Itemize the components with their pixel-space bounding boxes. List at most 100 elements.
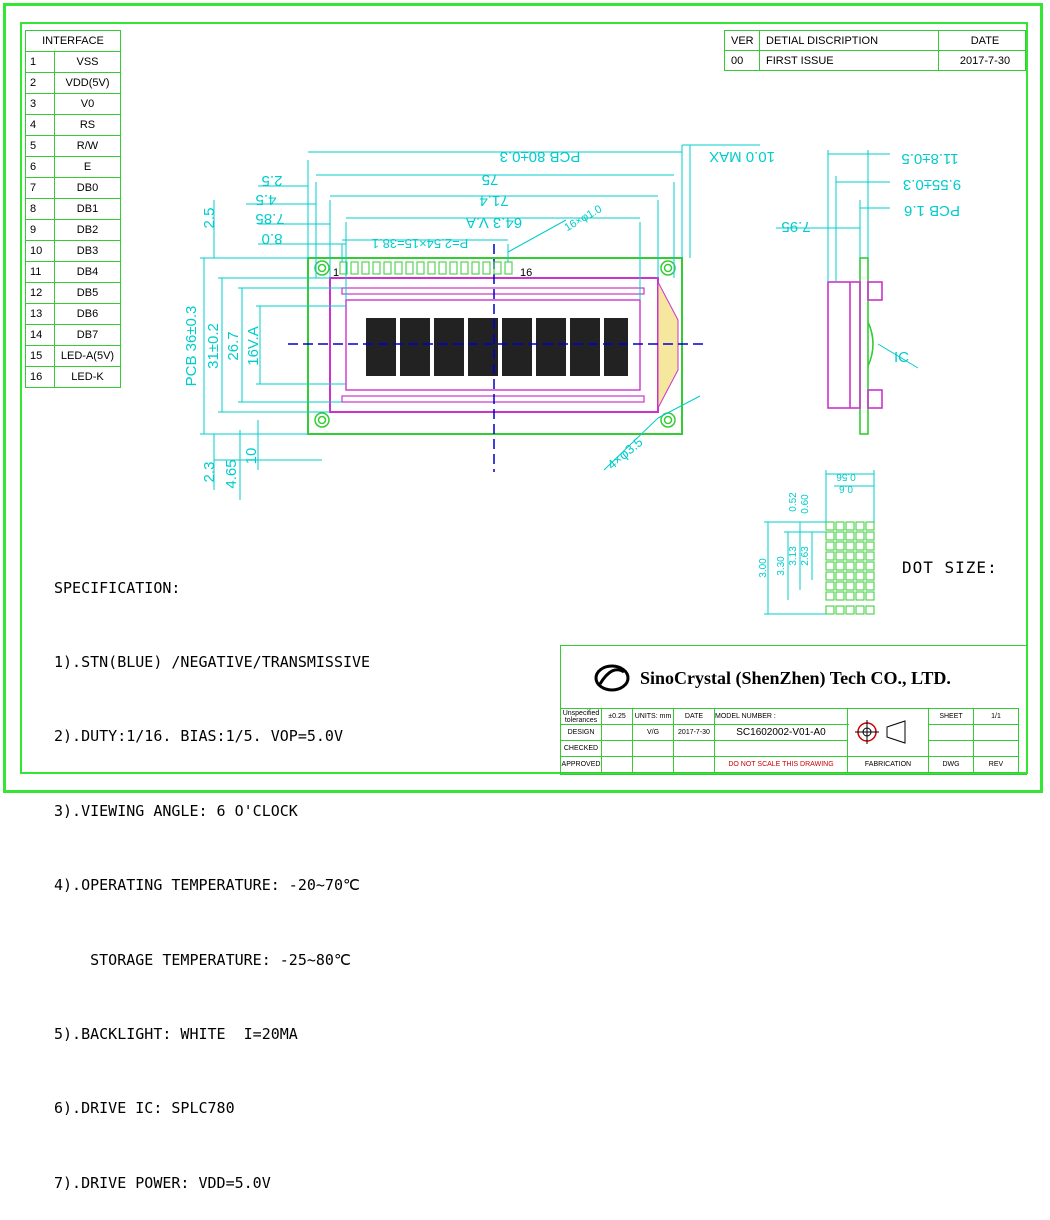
spec-line: 1).STN(BLUE) /NEGATIVE/TRANSMISSIVE	[54, 652, 371, 671]
dim-off-45: 4.5	[256, 191, 277, 208]
dim-side-module: 9.55±0.3	[903, 176, 961, 193]
dim-side-pcb: PCB 1.6	[904, 202, 960, 219]
top-dimension-labels: PCB 80±0.3 75 71.4 64.3 V.A P=2.54×15=38…	[255, 148, 775, 251]
mount-hole	[314, 412, 330, 428]
dim-mount-holes: 4×φ3.5	[604, 434, 645, 472]
dot-cell	[825, 561, 835, 571]
desc-value: FIRST ISSUE	[759, 50, 939, 71]
scale-warning: DO NOT SCALE THIS DRAWING	[714, 756, 848, 773]
dot-dimensions	[764, 470, 875, 615]
date-value: 2017-7-30	[938, 50, 1026, 71]
dot-cell	[825, 591, 835, 601]
side-bracket-top	[867, 281, 883, 301]
dim-bezel-width: 71.4	[479, 192, 508, 209]
dot-cell	[825, 521, 835, 531]
spec-line: 6).DRIVE IC: SPLC780	[54, 1099, 235, 1118]
spec-line: 7).DRIVE POWER: VDD=5.0V	[54, 1173, 271, 1192]
pin-pad	[460, 261, 469, 275]
dim-off-bot-465: 4.65	[223, 459, 240, 488]
dim-dot-w2: 0.6	[839, 483, 853, 494]
projection-icon	[855, 719, 906, 744]
viewing-area	[345, 299, 641, 391]
dim-dot-w1: 0.56	[836, 471, 856, 482]
dim-holes-top: 16×φ1.0	[563, 203, 605, 234]
lcd-module-drawing: 1 16 PCB 80±0.3 75 71.4 64.3 V.A P=2.54×…	[183, 144, 961, 615]
model-number: SC1602002-V01-A0	[714, 724, 848, 741]
dim-va-width: 64.3 V.A	[466, 214, 522, 231]
dim-outline-width: 75	[482, 171, 499, 188]
char-block	[502, 318, 532, 376]
dim-dot-h4: 2.63	[800, 546, 811, 566]
pin-pad	[482, 261, 491, 275]
mount-hole	[314, 260, 330, 276]
pin-pad	[405, 261, 414, 275]
pin-16-label: 16	[520, 267, 532, 279]
char-block	[570, 318, 600, 376]
spec-line: 5).BACKLIGHT: WHITE I=20MA	[54, 1024, 298, 1043]
dim-va-height-num: 26.7	[225, 331, 242, 360]
dim-off-top-25: 2.5	[201, 208, 218, 229]
pcb-outline	[307, 257, 683, 435]
interface-title: INTERFACE	[25, 30, 121, 52]
dim-pin-pitch: P=2.54×15=38.1	[372, 236, 469, 251]
pin-pad	[416, 261, 425, 275]
side-ic	[867, 321, 874, 367]
side-dimensions	[776, 150, 919, 369]
specification-block: SPECIFICATION: 1).STN(BLUE) /NEGATIVE/TR…	[54, 526, 370, 1220]
side-bracket-bottom	[867, 389, 883, 409]
left-dimensions	[200, 200, 346, 500]
spec-title: SPECIFICATION:	[54, 578, 181, 597]
dim-side-795: 7.95	[781, 218, 810, 235]
pin-pad	[427, 261, 436, 275]
company-name: SinoCrystal (ShenZhen) Tech CO., LTD.	[640, 668, 951, 688]
pin-pad	[372, 261, 381, 275]
side-pcb	[859, 257, 869, 435]
dim-off-80: 8.0	[262, 230, 283, 247]
desc-header: DETIAL DISCRIPTION	[759, 30, 939, 51]
spec-line: 3).VIEWING ANGLE: 6 O'CLOCK	[54, 801, 298, 820]
mounting-holes	[314, 260, 676, 428]
dot-size-label: DOT SIZE:	[902, 558, 998, 577]
char-block	[536, 318, 566, 376]
dim-side-ic: IC	[894, 349, 909, 366]
dot-cell	[825, 571, 835, 581]
pin-pad	[350, 261, 359, 275]
outer-frame	[3, 3, 1043, 793]
model-label: MODEL NUMBER :	[714, 708, 848, 725]
pin-pads	[339, 261, 513, 275]
dim-pcb-width: PCB 80±0.3	[500, 148, 581, 165]
char-block	[400, 318, 430, 376]
dim-off-bot-10: 10	[243, 448, 260, 465]
dot-cell	[825, 605, 835, 615]
dim-va-height: 16V.A	[245, 326, 262, 366]
spec-line: 2).DUTY:1/16. BIAS:1/5. VOP=5.0V	[54, 727, 343, 746]
bezel-inner-top	[341, 287, 645, 295]
side-view	[827, 257, 883, 435]
pin-pad	[394, 261, 403, 275]
dim-max-thickness: 10.0 MAX	[709, 148, 775, 165]
dot-cell	[825, 541, 835, 551]
side-lcd	[827, 281, 861, 409]
side-dimension-labels: 11.8±0.5 9.55±0.3 PCB 1.6 7.95 IC	[781, 150, 961, 366]
char-block	[434, 318, 464, 376]
pin-1-label: 1	[333, 267, 339, 279]
revision-table: VER DETIAL DISCRIPTION DATE 00 FIRST ISS…	[724, 30, 1026, 71]
pin-pad	[383, 261, 392, 275]
dim-off-785: 7.85	[255, 210, 284, 227]
dim-side-total: 11.8±0.5	[901, 150, 958, 167]
dot-detail	[825, 521, 875, 615]
projection-symbol	[847, 708, 929, 757]
pin-pad	[471, 261, 480, 275]
dot-cell	[825, 551, 835, 561]
character-blocks	[366, 318, 628, 376]
char-block	[366, 318, 396, 376]
